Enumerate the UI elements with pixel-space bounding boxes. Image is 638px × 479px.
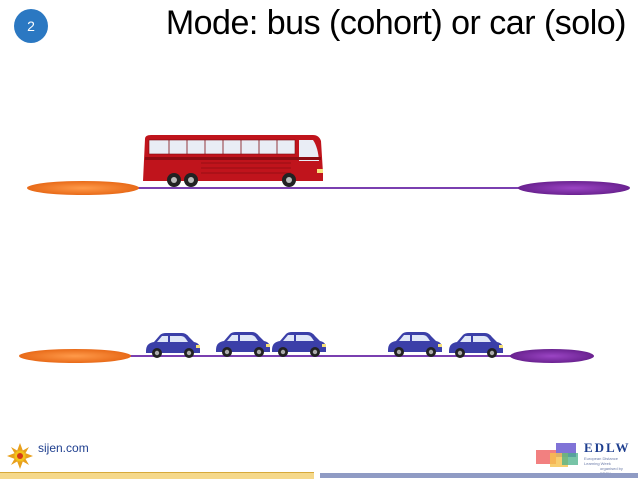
bus-icon xyxy=(143,135,323,187)
car-icon xyxy=(216,332,270,357)
edlw-logo-mark xyxy=(536,443,578,467)
brand-text: sijen.com xyxy=(38,441,89,455)
car-icon xyxy=(388,332,442,357)
partner-logo-title: EDLW xyxy=(584,440,631,455)
car-route xyxy=(19,332,594,363)
car-icon xyxy=(449,333,503,358)
sun-icon xyxy=(7,443,33,469)
car-icon xyxy=(272,332,326,357)
bus-route-start-marker xyxy=(27,181,139,195)
partner-logo-subtitle-1: European Distance xyxy=(584,456,619,461)
bus-route-end-marker xyxy=(518,181,630,195)
page-title: Mode: bus (cohort) or car (solo) xyxy=(165,4,627,42)
partner-logo-subtitle-2: Learning Week xyxy=(584,461,611,466)
car-route-start-marker xyxy=(19,349,131,363)
car-route-end-marker xyxy=(510,349,594,363)
bus-route xyxy=(27,135,630,195)
slide-number-badge: 2 xyxy=(14,9,48,43)
car-icon xyxy=(146,333,200,358)
brand: sijen.com xyxy=(8,441,89,455)
footer-bar-right xyxy=(320,473,638,478)
partner-logo: EDLW European Distance Learning Week org… xyxy=(534,439,634,476)
footer-bar-left xyxy=(0,472,314,479)
